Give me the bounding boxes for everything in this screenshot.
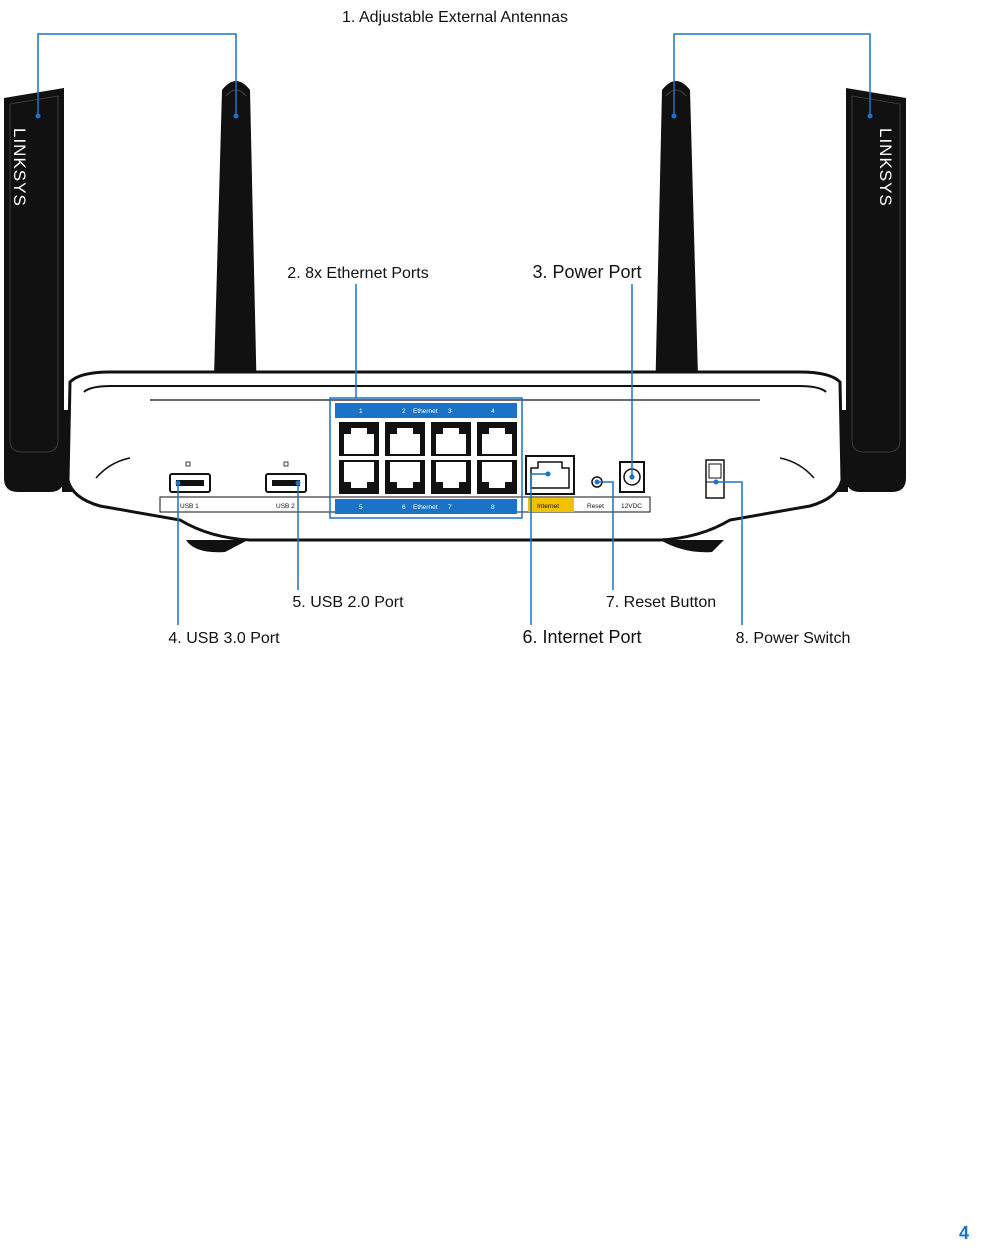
callout-usb3: 4. USB 3.0 Port — [168, 630, 280, 647]
port-number-7: 7 — [448, 504, 452, 511]
left-outer-antenna: LINKSYS — [4, 88, 64, 492]
antenna-brand-right: LINKSYS — [876, 128, 895, 207]
port-number-3: 3 — [448, 408, 452, 415]
ethernet-bottom-label: Ethernet — [413, 504, 438, 511]
ethernet-port-1 — [339, 422, 379, 456]
ethernet-port-2 — [385, 422, 425, 456]
port-number-6: 6 — [402, 504, 406, 511]
port-number-1: 1 — [359, 408, 363, 415]
callout-power-port: 3. Power Port — [532, 262, 641, 282]
dot-power-port — [630, 475, 635, 480]
port-number-4: 4 — [491, 408, 495, 415]
dot-usb3 — [176, 481, 181, 486]
dot-antenna-2 — [234, 114, 239, 119]
leader-antennas-left — [38, 34, 236, 116]
dot-antenna-1 — [36, 114, 41, 119]
ethernet-port-6 — [385, 460, 425, 494]
ethernet-port-4 — [477, 422, 517, 456]
callout-reset: 7. Reset Button — [606, 594, 716, 611]
callout-ethernet: 2. 8x Ethernet Ports — [287, 265, 428, 282]
callout-internet: 6. Internet Port — [522, 627, 641, 647]
usb1-label: USB 1 — [180, 503, 199, 510]
dot-reset — [595, 480, 600, 485]
ethernet-port-8 — [477, 460, 517, 494]
usb2-label: USB 2 — [276, 503, 295, 510]
dot-power-switch — [714, 480, 719, 485]
callout-power-switch: 8. Power Switch — [736, 630, 851, 647]
internet-label: Internet — [537, 503, 559, 510]
reset-label: Reset — [587, 503, 604, 510]
right-outer-antenna: LINKSYS — [846, 88, 906, 492]
port-number-2: 2 — [402, 408, 406, 415]
dot-antenna-4 — [868, 114, 873, 119]
callout-usb2: 5. USB 2.0 Port — [292, 594, 404, 611]
ethernet-top-label: Ethernet — [413, 408, 438, 415]
internet-port: Internet — [526, 456, 574, 512]
dc-label: 12VDC — [621, 503, 642, 510]
page-number: 4 — [959, 1223, 969, 1244]
ethernet-port-5 — [339, 460, 379, 494]
dot-antenna-3 — [672, 114, 677, 119]
ethernet-port-7 — [431, 460, 471, 494]
antenna-brand-left: LINKSYS — [10, 128, 29, 207]
dot-usb2 — [296, 481, 301, 486]
port-number-8: 8 — [491, 504, 495, 511]
leader-antennas-right — [674, 34, 870, 116]
callout-antennas: 1. Adjustable External Antennas — [342, 9, 568, 26]
power-switch — [706, 460, 724, 498]
dot-internet — [546, 472, 551, 477]
port-number-5: 5 — [359, 504, 363, 511]
ethernet-port-3 — [431, 422, 471, 456]
